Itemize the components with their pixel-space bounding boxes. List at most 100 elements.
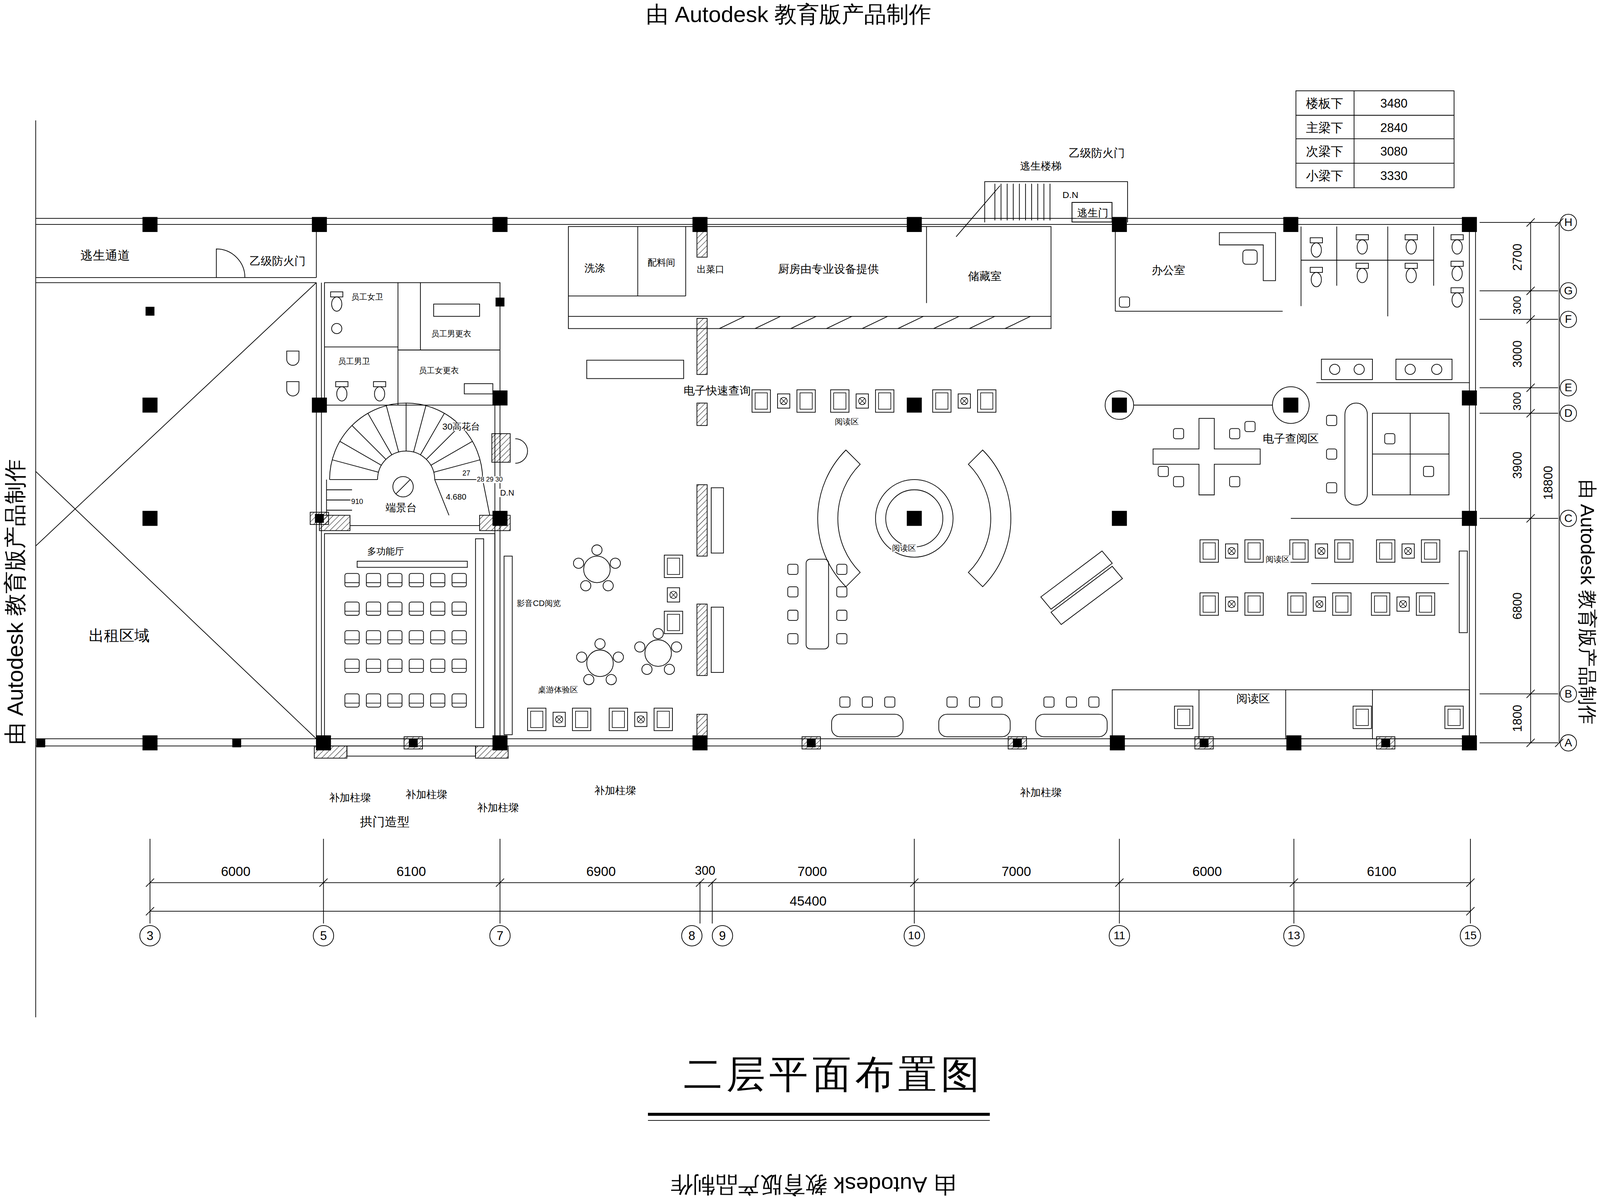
- step-number: 30: [494, 476, 504, 484]
- note: 补加柱墚: [328, 792, 372, 804]
- dimension: 45400: [788, 894, 828, 908]
- axis-number: 7: [495, 929, 504, 942]
- room: 员工女更衣: [400, 350, 500, 406]
- watermark: 由 Autodesk 教育版产品制作: [670, 1173, 957, 1196]
- dimension: 3000: [1511, 339, 1524, 369]
- planter-label: 30高花台: [441, 422, 482, 432]
- axis-number: 9: [718, 929, 727, 942]
- table-cell: 3330: [1379, 169, 1409, 182]
- axis-number: 5: [319, 929, 328, 942]
- room: 员工女卫: [324, 282, 398, 346]
- room-name: 逃生门: [1076, 208, 1110, 219]
- axis-number: 13: [1286, 930, 1301, 942]
- dimension: 3900: [1511, 450, 1524, 480]
- table-cell: 次梁下: [1305, 144, 1344, 158]
- table-cell: 楼板下: [1305, 96, 1344, 110]
- room: 员工男更衣: [420, 282, 500, 350]
- dimension: 1800: [1511, 704, 1524, 733]
- step-number: 28: [476, 476, 485, 484]
- area-label: 电子查阅区: [1262, 433, 1320, 445]
- table-cell: 主梁下: [1305, 121, 1344, 134]
- room: 办公室: [1115, 226, 1218, 312]
- table-cell: 小梁下: [1305, 169, 1344, 182]
- dimension: 6100: [395, 864, 427, 878]
- room: 洗涤: [568, 226, 638, 296]
- table-cell: 3480: [1379, 96, 1409, 110]
- room-name: 办公室: [1150, 264, 1186, 276]
- area-label: 电子快速查询: [682, 385, 752, 397]
- axis-number: 8: [687, 929, 696, 942]
- room: 储藏室: [926, 226, 1051, 303]
- axis-letter: F: [1564, 313, 1573, 325]
- axis-number: 11: [1112, 930, 1126, 942]
- note: 补加柱墚: [476, 803, 520, 814]
- dimension: 300: [1511, 294, 1523, 316]
- axis-number: 15: [1463, 930, 1478, 942]
- area-label: 端景台: [384, 503, 418, 514]
- dimension: 6100: [1366, 864, 1398, 878]
- room-name: 员工男卫: [337, 357, 371, 366]
- axis-letter: D: [1563, 407, 1574, 419]
- room: 逃生通道: [35, 227, 317, 278]
- room-name: 储藏室: [967, 270, 1003, 282]
- dimension: 300: [694, 864, 716, 877]
- room-name: 员工女更衣: [418, 366, 460, 375]
- axis-letter: G: [1563, 285, 1574, 297]
- stair-direction: D.N: [1061, 190, 1080, 200]
- axis-letter: A: [1564, 737, 1574, 749]
- area-label: 影音CD阅览: [516, 598, 562, 607]
- axis-letter: H: [1563, 216, 1574, 228]
- room: 员工男卫: [324, 346, 398, 405]
- room-name: 员工男更衣: [430, 329, 472, 338]
- room-name: 员工女卫: [350, 292, 384, 301]
- dimension: 300: [1511, 390, 1523, 412]
- axis-number: 3: [145, 929, 154, 942]
- dimension: 7000: [796, 864, 828, 878]
- area-label: 阅读区: [1235, 693, 1271, 705]
- door-label: 乙级防火门: [248, 255, 307, 267]
- axis-letter: B: [1564, 688, 1574, 700]
- watermark: 由 Autodesk 教育版产品制作: [1578, 478, 1598, 726]
- room: 多功能厅: [324, 533, 495, 743]
- note: 补加柱墚: [593, 785, 637, 796]
- room: 配料间: [637, 226, 686, 296]
- note: 补加柱墚: [404, 789, 448, 800]
- dimension: 6000: [220, 864, 252, 878]
- stair-label: 逃生楼梯: [1019, 161, 1063, 172]
- stair-direction: D.N: [499, 488, 515, 497]
- table-cell: 2840: [1379, 121, 1409, 134]
- room: 出菜口: [685, 226, 727, 296]
- dimension: 6900: [585, 864, 617, 878]
- dimension: 18800: [1542, 464, 1555, 501]
- level-mark: 4.680: [445, 492, 468, 501]
- room: 逃生门: [1071, 202, 1113, 223]
- area-label: 桌游体验区: [537, 685, 579, 694]
- note: 补加柱墚: [1019, 787, 1063, 798]
- room-name: 配料间: [646, 257, 676, 267]
- room-name: 厨房由专业设备提供: [777, 263, 880, 275]
- room-name: 多功能厅: [366, 546, 405, 556]
- dimension: 2700: [1511, 242, 1524, 272]
- axis-letter: C: [1563, 512, 1574, 524]
- room-name: 洗涤: [583, 263, 606, 274]
- room: 出租区域: [35, 282, 317, 744]
- axis-number: 10: [907, 930, 922, 942]
- dimension: 7000: [1000, 864, 1032, 878]
- area-label: 阅读区: [1264, 555, 1291, 564]
- room-name: 出租区域: [88, 628, 151, 644]
- dimension: 6800: [1511, 591, 1524, 621]
- area-label: 阅读区: [834, 417, 860, 426]
- area-label: 阅读区: [891, 544, 917, 552]
- drawing-title: 二层平面布置图: [682, 1055, 985, 1094]
- door-label: 乙级防火门: [1068, 147, 1126, 159]
- dimension: 6000: [1191, 864, 1223, 878]
- level-mark: 910: [350, 498, 364, 506]
- step-number: 29: [485, 476, 494, 484]
- watermark: 由 Autodesk 教育版产品制作: [4, 458, 27, 746]
- step-number: 27: [461, 470, 472, 478]
- room-name: 出菜口: [696, 264, 726, 274]
- axis-letter: E: [1564, 382, 1574, 394]
- room: 厨房由专业设备提供: [721, 226, 927, 303]
- note: 拱门造型: [359, 815, 411, 828]
